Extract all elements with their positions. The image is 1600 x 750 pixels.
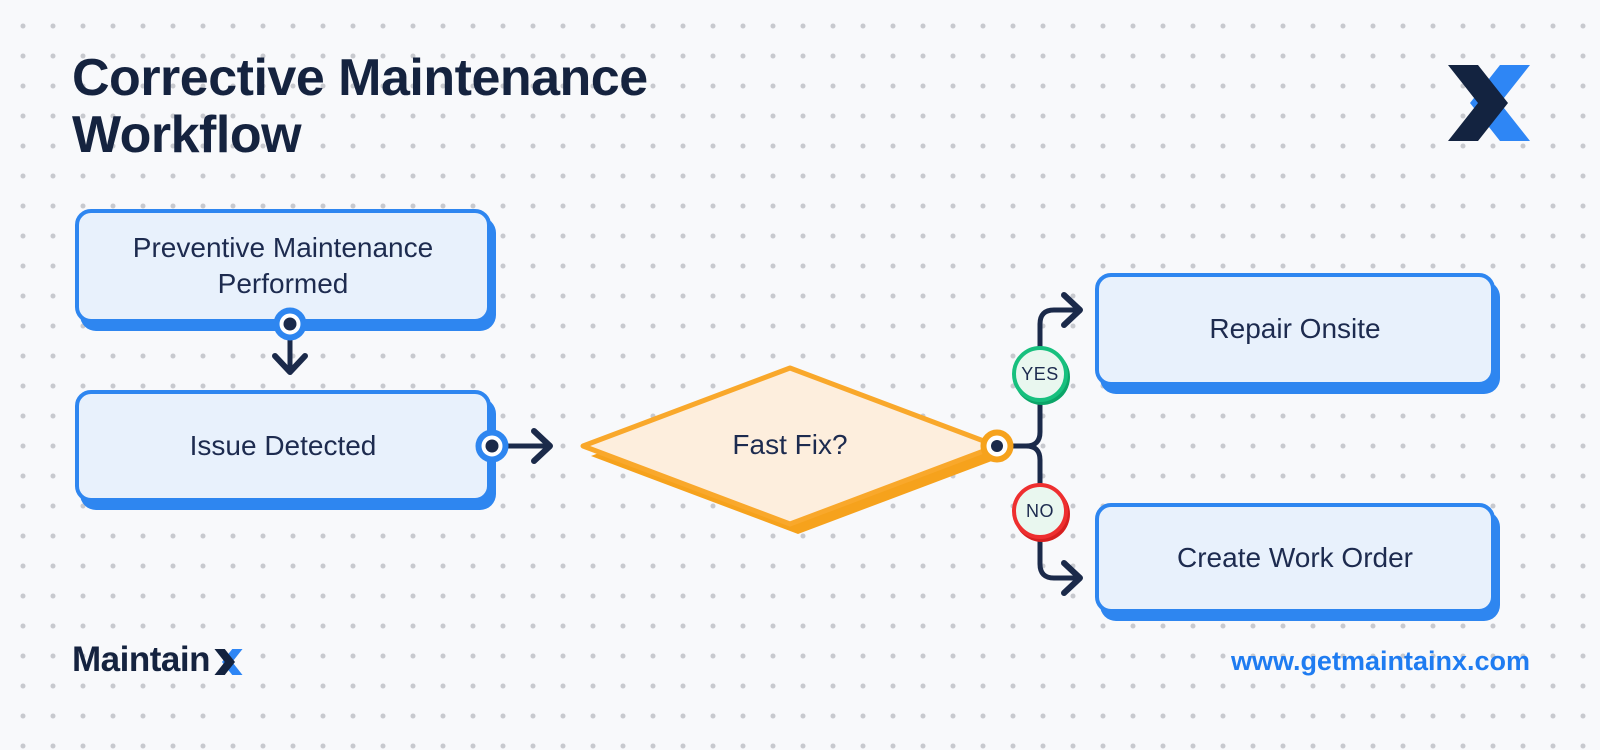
flow-node-issue-detected: Issue Detected bbox=[75, 390, 491, 502]
maintainx-wordmark-x-icon bbox=[214, 649, 243, 675]
maintainx-wordmark-text: Maintain bbox=[72, 640, 210, 679]
flow-node-repair-onsite: Repair Onsite bbox=[1095, 273, 1495, 386]
connector-decision-branches bbox=[994, 292, 1083, 596]
page-title-line-2: Workflow bbox=[72, 106, 302, 165]
flow-node-label: Create Work Order bbox=[1177, 541, 1413, 573]
flow-node-decision-label: Fast Fix? bbox=[732, 429, 848, 460]
flow-node-label: Issue Detected bbox=[189, 429, 377, 461]
footer-website-url: www.getmaintainx.com bbox=[1230, 646, 1530, 676]
branch-badge-yes-label: YES bbox=[1021, 363, 1059, 384]
branch-badge-yes: YES bbox=[1012, 346, 1068, 402]
flow-node-create-work-order: Create Work Order bbox=[1095, 503, 1495, 613]
connector-preventive-to-issue bbox=[272, 329, 308, 375]
page-title-line-1: Corrective Maintenance bbox=[72, 49, 648, 107]
flow-node-preventive-maintenance: Preventive Maintenance Performed bbox=[75, 209, 491, 323]
maintainx-wordmark: Maintain bbox=[72, 640, 244, 680]
maintainx-x-logo-icon bbox=[1448, 65, 1530, 141]
branch-badge-no-label: NO bbox=[1026, 500, 1054, 521]
branch-badge-no: NO bbox=[1012, 483, 1068, 539]
flow-node-label: Repair Onsite bbox=[1209, 313, 1381, 345]
connector-port-decision-right bbox=[980, 429, 1014, 463]
connector-issue-to-decision bbox=[497, 428, 553, 464]
page-title: Corrective Maintenance Workflow bbox=[72, 49, 648, 165]
flow-node-label: Preventive Maintenance Performed bbox=[132, 231, 434, 299]
